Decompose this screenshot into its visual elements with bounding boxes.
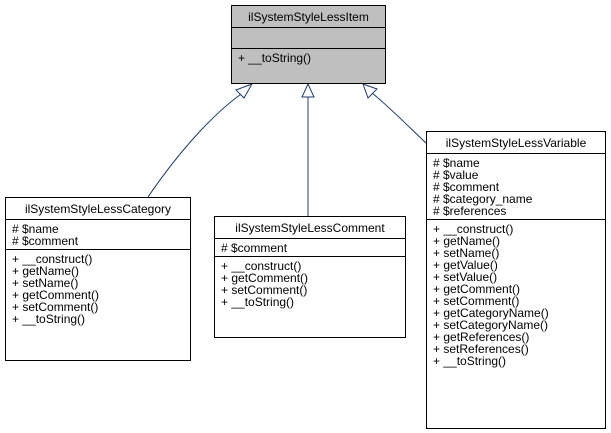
class-box-ilsystemstylelesscategory: ilSystemStyleLessCategory # $name # $com… bbox=[5, 197, 191, 361]
operation: + setCategoryName() bbox=[433, 318, 549, 332]
edge-category-to-item bbox=[147, 91, 245, 198]
class-box-ilsystemstylelessitem: ilSystemStyleLessItem + __toString() bbox=[231, 5, 386, 84]
attribute: # $value bbox=[433, 168, 479, 182]
class-name: ilSystemStyleLessVariable bbox=[427, 132, 605, 154]
operation: + setName() bbox=[12, 276, 79, 290]
class-name: ilSystemStyleLessComment bbox=[215, 217, 405, 239]
operation: + getCategoryName() bbox=[433, 306, 549, 320]
operation: + __construct() bbox=[433, 222, 514, 236]
attributes-section: # $name # $comment bbox=[6, 220, 190, 250]
class-box-ilsystemstylelesscomment: ilSystemStyleLessComment # $comment + __… bbox=[214, 216, 406, 338]
operations-section: + __construct() + getName() + setName() … bbox=[6, 250, 190, 327]
operation: + getName() bbox=[433, 234, 501, 248]
operation: + getReferences() bbox=[433, 330, 530, 344]
operation: + getValue() bbox=[433, 258, 498, 272]
operation: + __toString() bbox=[238, 51, 312, 65]
operation: + __toString() bbox=[12, 312, 86, 326]
attribute: # $category_name bbox=[433, 192, 533, 206]
class-box-ilsystemstylelessvariable: ilSystemStyleLessVariable # $name # $val… bbox=[426, 131, 606, 429]
attribute: # $references bbox=[433, 204, 507, 218]
operation: + setComment() bbox=[12, 300, 99, 314]
operations-section: + __construct() + getName() + setName() … bbox=[427, 220, 605, 369]
attribute: # $comment bbox=[433, 180, 500, 194]
operations-section: + __construct() + getComment() + setComm… bbox=[215, 257, 405, 310]
operation: + setComment() bbox=[433, 294, 520, 308]
attribute: # $name bbox=[433, 156, 480, 170]
attributes-section: # $name # $value # $comment # $category_… bbox=[427, 154, 605, 220]
attribute: # $comment bbox=[12, 234, 79, 248]
attribute: # $comment bbox=[221, 241, 288, 255]
operation: + __toString() bbox=[433, 354, 507, 368]
class-name: ilSystemStyleLessItem bbox=[232, 6, 385, 28]
operation: + __construct() bbox=[221, 259, 302, 273]
operation: + setComment() bbox=[221, 283, 308, 297]
operation: + __construct() bbox=[12, 252, 93, 266]
operation: + __toString() bbox=[221, 295, 295, 309]
arrow-variable-to-item bbox=[362, 83, 378, 99]
attribute: # $name bbox=[12, 222, 59, 236]
operations-section: + __toString() bbox=[232, 49, 385, 66]
attributes-section bbox=[232, 28, 385, 49]
class-name: ilSystemStyleLessCategory bbox=[6, 198, 190, 220]
operation: + getComment() bbox=[12, 288, 100, 302]
operation: + setValue() bbox=[433, 270, 498, 284]
attributes-section: # $comment bbox=[215, 239, 405, 257]
edge-variable-to-item bbox=[371, 92, 427, 144]
operation: + getComment() bbox=[221, 271, 309, 285]
operation: + getComment() bbox=[433, 282, 521, 296]
operation: + setName() bbox=[433, 246, 500, 260]
arrow-comment-to-item bbox=[301, 82, 315, 98]
arrow-category-to-item bbox=[235, 83, 254, 99]
operation: + setReferences() bbox=[433, 342, 529, 356]
operation: + getName() bbox=[12, 264, 80, 278]
